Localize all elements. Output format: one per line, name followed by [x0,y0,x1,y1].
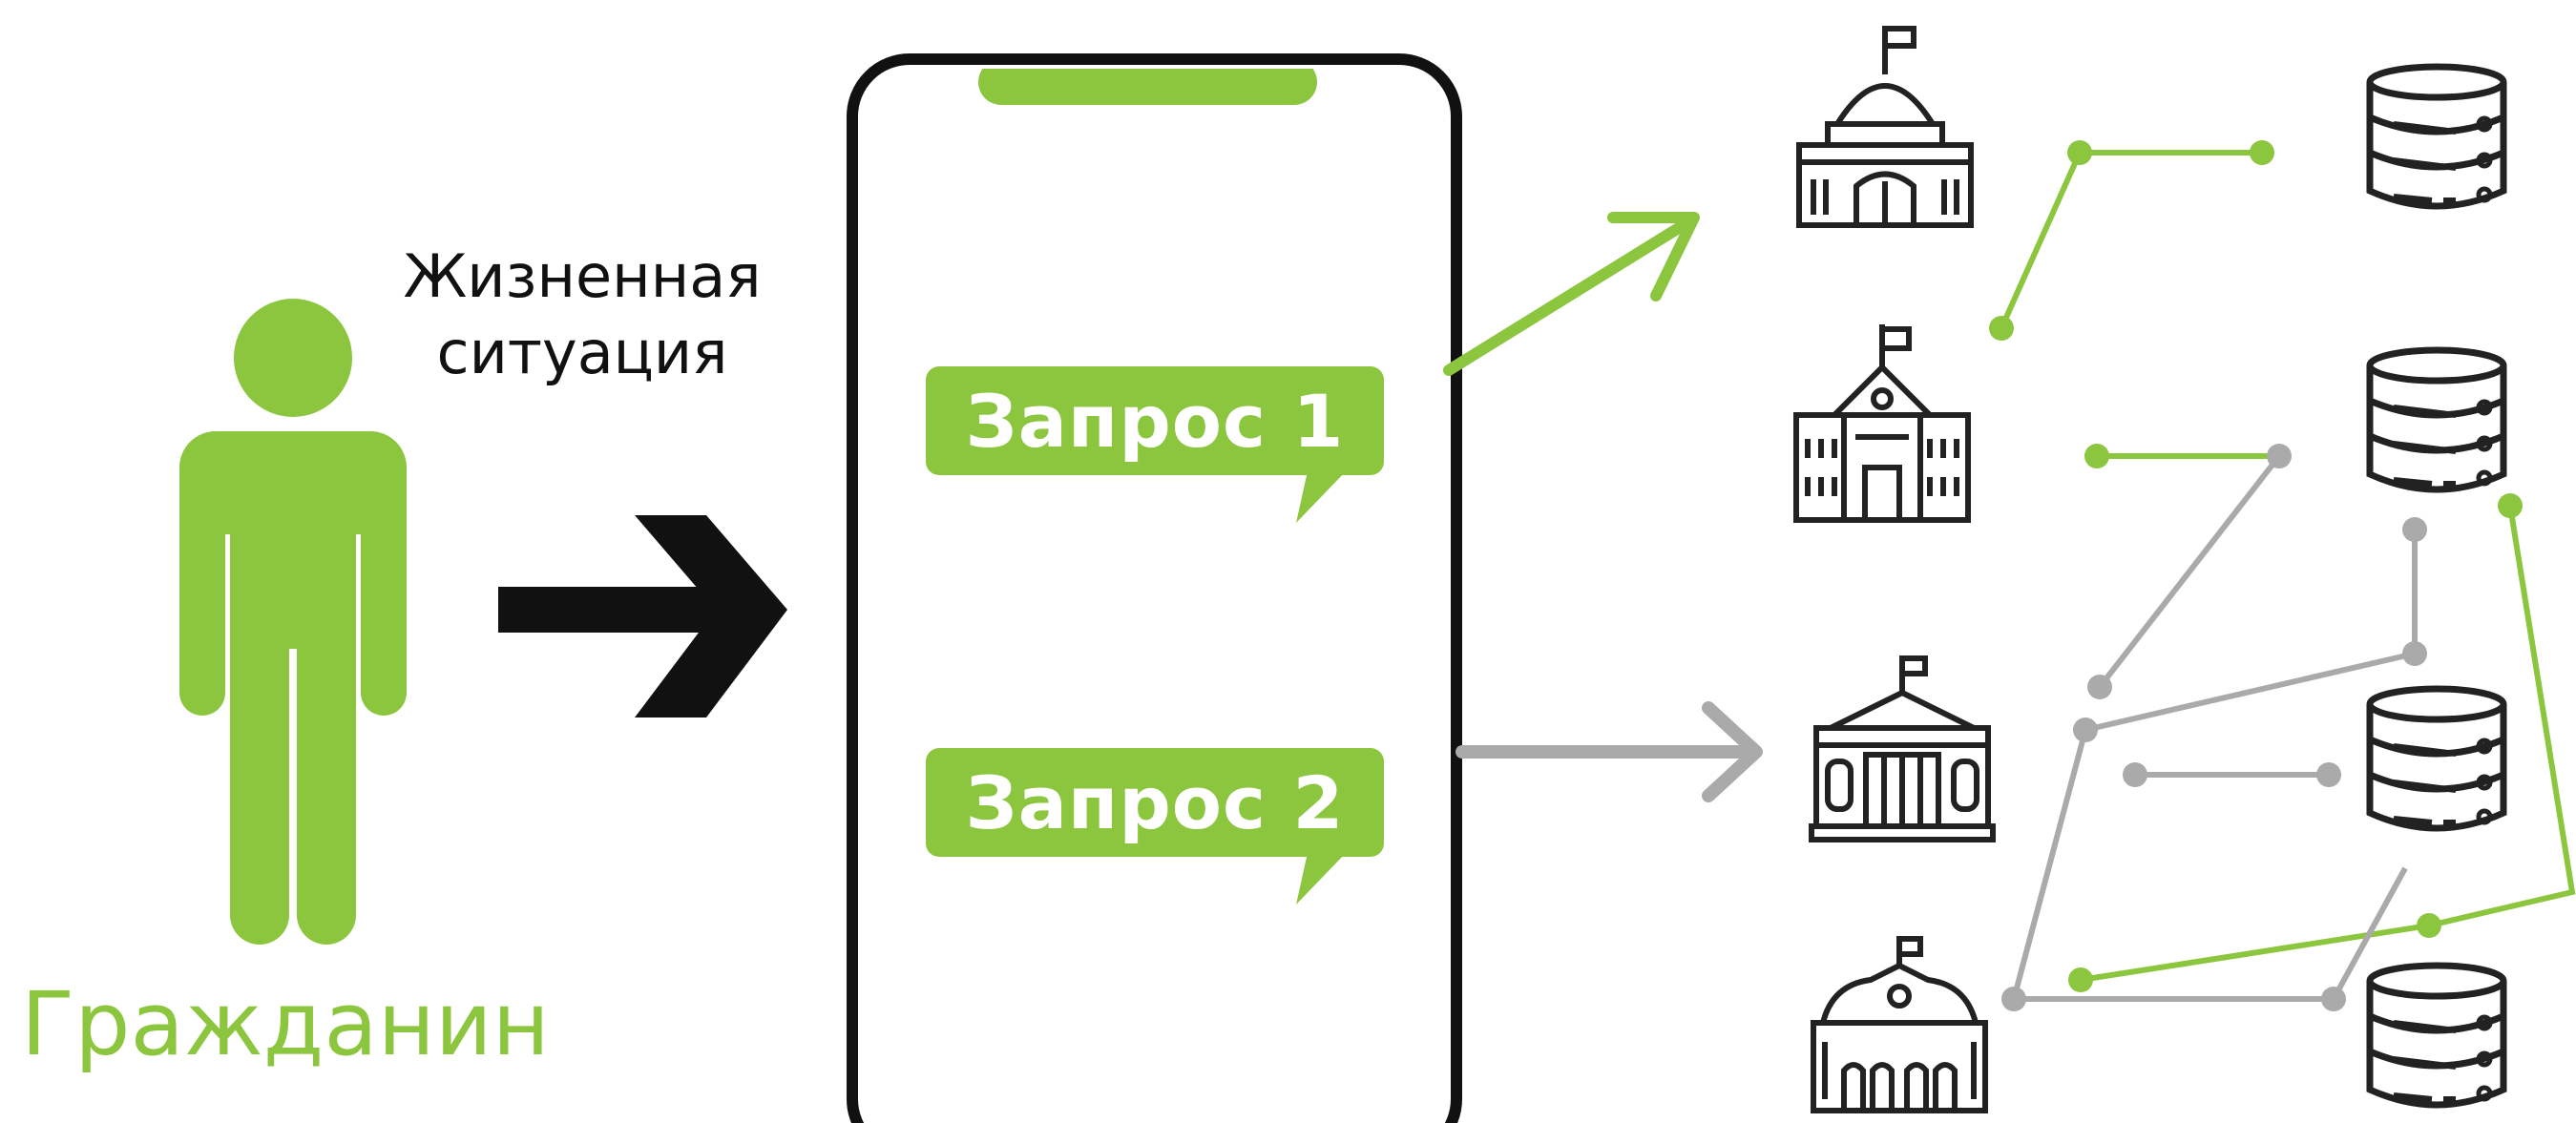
arrow-to-phone [498,515,787,717]
network-nodes [1989,140,2523,1011]
situation-line-2: ситуация [436,318,728,387]
network-links [1999,150,2576,1002]
school-building-icon [1793,324,1971,523]
person-icon [179,299,407,945]
situation-line-1: Жизненная [403,241,762,311]
situation-caption: Жизненная ситуация [344,239,821,391]
speech-bubble-shape [926,748,1384,905]
database-icon [2365,687,2508,830]
request-2-label: Запрос 2 [965,759,1345,845]
request-bubble-2: Запрос 2 [926,748,1384,905]
request-1-label: Запрос 1 [965,378,1345,464]
citizen-label: Гражданин [21,973,550,1075]
green-arrow [1443,212,1700,376]
database-icon [2365,964,2508,1107]
database-icon [2365,348,2508,491]
courthouse-building-icon [1809,655,1996,842]
database-icon [2365,65,2508,208]
capitol-building-icon [1796,26,1974,228]
speech-bubble-shape [926,366,1384,523]
phone-frame [847,50,1462,1123]
request-bubble-1: Запрос 1 [926,366,1384,523]
town-hall-building-icon [1811,936,1988,1113]
gray-arrow [1456,701,1763,802]
phone-notch [978,59,1317,105]
